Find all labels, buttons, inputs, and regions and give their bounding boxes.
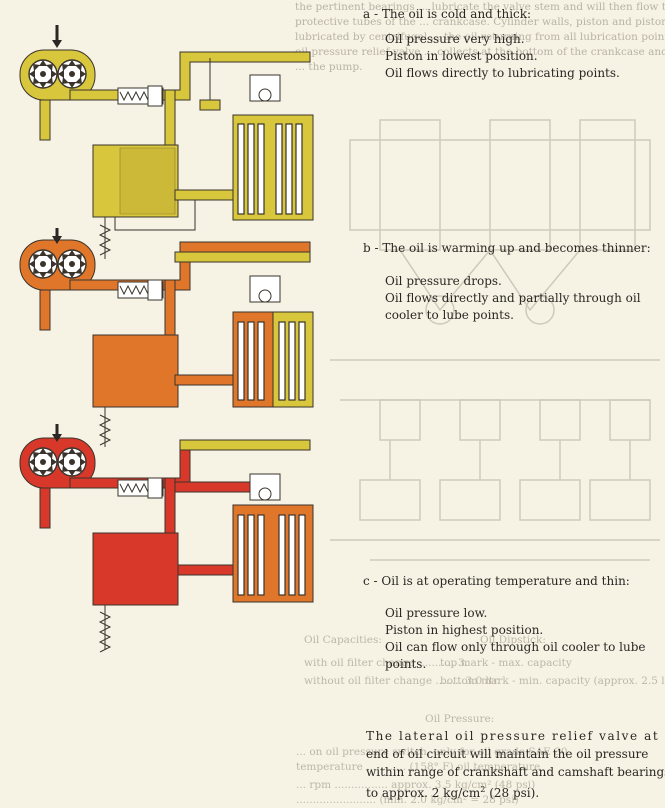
oil-circuit-diagrams	[19, 25, 314, 653]
caption-c-heading: c - Oil is at operating temperature and …	[363, 574, 630, 588]
diagram-a-cold-oil	[19, 25, 314, 259]
background-line: the pertinent bearings ... lubricate the…	[295, 1, 665, 13]
oil-dipstick-heading: Oil Dipstick:	[480, 634, 546, 646]
oil-capacities-line: with oil filter change ........... 3.	[304, 657, 469, 669]
caption-c-line: Oil can flow only through oil cooler to …	[385, 640, 646, 654]
caption-c-line: points.	[385, 657, 427, 671]
footer-last-suffix: (28 psi).	[485, 786, 540, 800]
oil-dipstick-line: bottom mark - min. capacity (approx. 2.5…	[440, 675, 665, 687]
caption-b: b - The oil is warming up and becomes th…	[363, 240, 651, 324]
background-paragraph: the pertinent bearings ... lubricate the…	[295, 0, 665, 75]
caption-c-line: Piston in highest position.	[385, 623, 544, 637]
oil-pressure-line: temperature ............ (158° F) oil te…	[296, 761, 541, 773]
footer-paragraph: The lateral oil pressure relief valve at…	[366, 727, 665, 802]
caption-a-line: Oil pressure very high.	[385, 32, 525, 46]
caption-a-line: Oil flows directly to lubricating points…	[385, 66, 620, 80]
oil-dipstick-line: top mark - max. capacity	[440, 657, 572, 669]
oil-pressure-line: ........................ (min. 2.0 kg/cm…	[296, 794, 519, 806]
caption-a: a - The oil is cold and thick: Oil press…	[363, 6, 620, 82]
footer-last-prefix: to approx. 2 kg/cm	[366, 786, 481, 800]
caption-a-line: Piston in lowest position.	[385, 49, 538, 63]
oil-pressure-line: ... on oil pressure switch, only for oil…	[296, 746, 568, 758]
caption-c: c - Oil is at operating temperature and …	[363, 573, 646, 673]
caption-b-line: Oil pressure drops.	[385, 274, 502, 288]
diagram-b-warming-oil	[19, 228, 314, 447]
caption-b-heading: b - The oil is warming up and becomes th…	[363, 241, 651, 255]
footer-last-line: to approx. 2 kg/cm2 (28 psi).	[366, 781, 656, 802]
footer-line: end of oil circuit will maintain the oil…	[366, 747, 649, 761]
footer-last-sup: 2	[480, 785, 486, 794]
caption-b-line: Oil flows directly and partially through…	[385, 291, 641, 305]
background-line: ... the pump.	[295, 61, 363, 73]
caption-c-line: Oil pressure low.	[385, 606, 488, 620]
oil-capacities-heading: Oil Capacities:	[304, 634, 382, 646]
footer-line: within range of crankshaft and camshaft …	[366, 765, 665, 779]
diagram-c-hot-oil	[19, 424, 314, 653]
footer-line: The lateral oil pressure relief valve at	[366, 729, 660, 743]
background-line: protective tubes of the ... crankcase. C…	[295, 16, 665, 28]
caption-b-line: cooler to lube points.	[385, 308, 514, 322]
oil-pressure-line: ... rpm ................ approx. 3.5 kg/…	[296, 779, 536, 791]
background-line: oil pressure relief valve ... collects a…	[295, 46, 665, 58]
background-line: lubricated by centrifugal ... the oil re…	[295, 31, 665, 43]
engine-background-drawing	[330, 119, 660, 561]
oil-pressure-heading: Oil Pressure:	[425, 713, 495, 725]
caption-a-heading: a - The oil is cold and thick:	[363, 7, 532, 21]
oil-capacities-line: without oil filter change ........ 3.0 l…	[304, 675, 501, 687]
